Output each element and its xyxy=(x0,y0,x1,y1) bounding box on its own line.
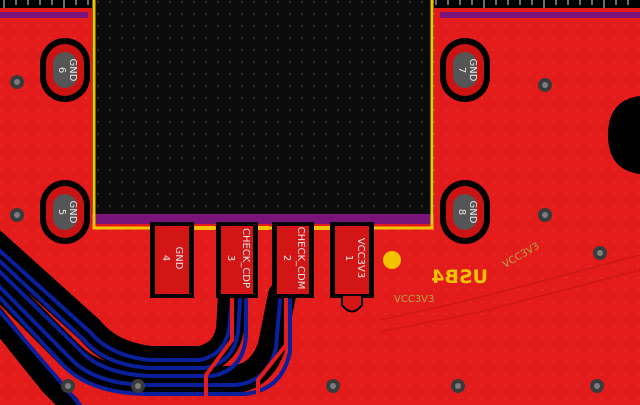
via-drill xyxy=(542,212,548,218)
front-traces[interactable] xyxy=(204,290,288,405)
pad-6-number: 6 xyxy=(56,67,67,73)
pad-1-name: VCC3V3 xyxy=(355,238,366,278)
usb-connector-body[interactable] xyxy=(92,0,434,230)
pour-outline-lines xyxy=(379,254,640,333)
shield-pad-6[interactable] xyxy=(40,38,90,102)
pad-8-number: 8 xyxy=(456,209,467,215)
via-drill xyxy=(14,212,20,218)
via-drill xyxy=(14,79,20,85)
pad-6-name: GND xyxy=(67,59,78,82)
pad-2-name: CHECK_CDM xyxy=(295,227,306,290)
via-drill xyxy=(65,383,71,389)
via-drill xyxy=(330,383,336,389)
vias[interactable] xyxy=(10,75,607,393)
net-label-vcc-a: VCC3V3 xyxy=(394,294,434,305)
pin1-indicator-dot xyxy=(383,251,401,269)
shield-pad-5[interactable] xyxy=(40,180,90,244)
smd-pad-4[interactable] xyxy=(150,222,194,298)
pad-3-number: 3 xyxy=(225,255,236,261)
pad-7-number: 7 xyxy=(456,67,467,73)
mask-strip-left xyxy=(0,12,88,18)
smd-pad-2[interactable] xyxy=(272,222,314,298)
pad-4-number: 4 xyxy=(160,255,171,261)
via-drill xyxy=(597,250,603,256)
via-drill xyxy=(594,383,600,389)
pad-5-name: GND xyxy=(67,201,78,224)
smd-pad-3[interactable] xyxy=(216,222,258,298)
pad-8-name: GND xyxy=(467,201,478,224)
pad-7-name: GND xyxy=(467,59,478,82)
pad-2-number: 2 xyxy=(281,255,292,261)
pad-1-number: 1 xyxy=(343,255,354,261)
outline-marks xyxy=(195,226,330,230)
pad-3-name: CHECK_CDP xyxy=(240,228,251,288)
pad-4-name: GND xyxy=(173,247,184,270)
smd-pad-1[interactable] xyxy=(330,222,374,313)
via-drill xyxy=(455,383,461,389)
mask-strip-right xyxy=(440,12,640,18)
via-drill xyxy=(542,82,548,88)
shield-pad-7[interactable] xyxy=(440,38,490,102)
via-drill xyxy=(135,383,141,389)
shield-pad-8[interactable] xyxy=(440,180,490,244)
pad-5-number: 5 xyxy=(56,209,67,215)
mounting-hole[interactable] xyxy=(608,96,640,174)
reference-designator[interactable]: USB4 xyxy=(431,266,488,288)
